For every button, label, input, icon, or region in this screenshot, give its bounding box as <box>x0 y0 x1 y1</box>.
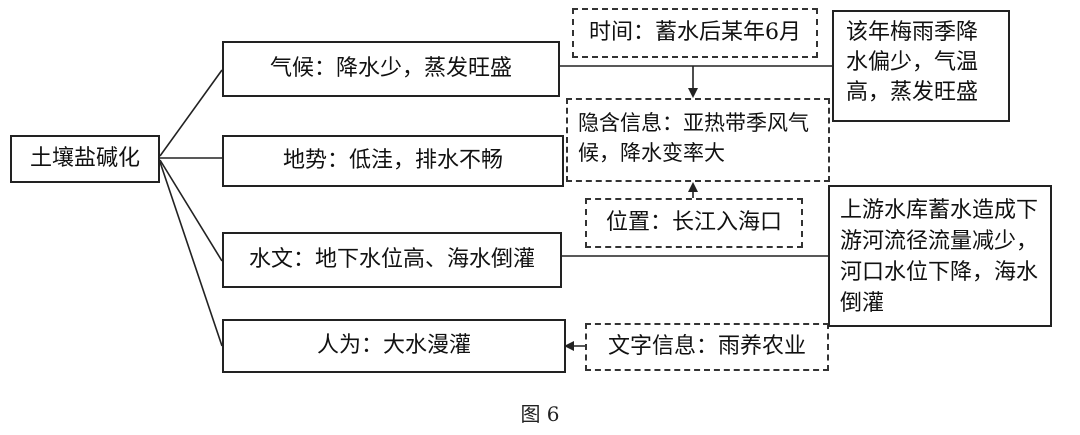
note-climate: 该年梅雨季降水偏少，气温高，蒸发旺盛 <box>832 10 1010 122</box>
root-node: 土壤盐碱化 <box>10 135 160 183</box>
clue-implied: 隐含信息：亚热带季风气候，降水变率大 <box>566 98 830 182</box>
factor-hydrology: 水文：地下水位高、海水倒灌 <box>222 232 562 288</box>
clue-location: 位置：长江入海口 <box>585 198 803 248</box>
link-root-human <box>159 161 223 347</box>
link-root-climate <box>159 69 223 157</box>
factor-terrain: 地势：低洼，排水不畅 <box>222 135 564 187</box>
factor-human: 人为：大水漫灌 <box>222 319 566 373</box>
factor-climate: 气候：降水少，蒸发旺盛 <box>222 41 560 97</box>
link-root-hydrology <box>159 159 223 262</box>
clue-text-info: 文字信息：雨养农业 <box>585 323 829 371</box>
note-hydrology: 上游水库蓄水造成下游河流径流量减少，河口水位下降，海水倒灌 <box>828 185 1052 327</box>
clue-time: 时间：蓄水后某年6月 <box>572 8 818 58</box>
figure-caption: 图 6 <box>520 402 560 426</box>
